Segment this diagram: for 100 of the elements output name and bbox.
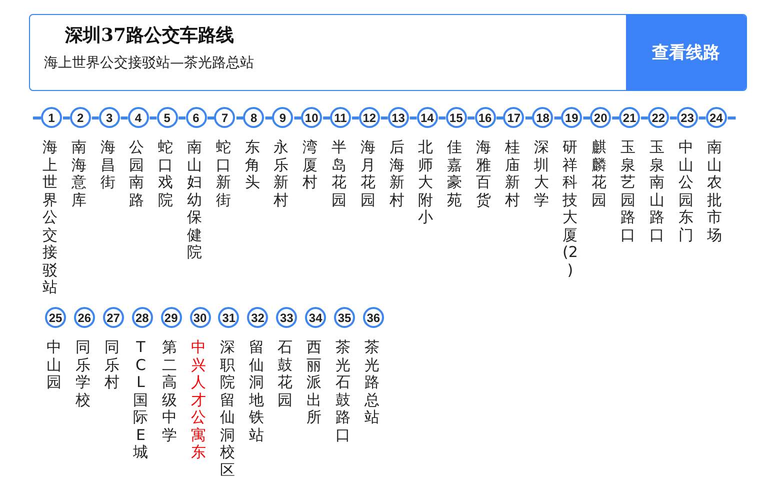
stop-marker: 2: [70, 107, 91, 128]
view-route-button: 查看线路: [626, 15, 746, 90]
stop-marker: 9: [272, 107, 294, 128]
stop-name: 蛇口新街: [215, 139, 232, 209]
stop-name: 茶光路总站: [364, 339, 380, 426]
stop-marker: 30: [190, 307, 210, 328]
stop-name: 第二高级中学: [162, 339, 178, 444]
stop-name: 海上世界公交接驳站: [42, 139, 58, 296]
stop-marker: 26: [74, 307, 95, 328]
stop-name: 南山农批市场: [706, 139, 723, 244]
stop-name: 海昌街: [100, 139, 116, 192]
stop-marker: 20: [590, 107, 612, 128]
route-line: [208, 116, 214, 120]
route-line: [698, 116, 706, 120]
stop-marker: 8: [243, 107, 264, 128]
stop-marker: 35: [334, 307, 355, 328]
route-line: [525, 116, 532, 120]
route-line: [612, 116, 619, 120]
route-line: [410, 116, 417, 120]
stop-marker: 15: [446, 107, 467, 128]
stop-name: 麒麟花园: [591, 139, 608, 209]
stop-marker: 34: [305, 307, 326, 328]
stop-marker: 19: [561, 107, 582, 128]
route-line: [63, 116, 70, 120]
stop-marker: 14: [416, 107, 438, 128]
stop-marker: 16: [474, 107, 496, 128]
route-line: [641, 116, 648, 120]
stop-marker: 33: [276, 307, 298, 328]
route-line: [265, 116, 272, 120]
stop-name: 玉泉艺园路口: [620, 139, 636, 244]
stop-name: 后海新村: [388, 139, 405, 209]
stop-name: TCL国际E城: [132, 339, 149, 462]
stop-marker: 25: [45, 307, 66, 328]
stop-name: 海雅百货: [476, 139, 492, 209]
stop-marker: 6: [186, 107, 206, 128]
stop-marker: 7: [214, 107, 236, 128]
route-line: [728, 116, 736, 120]
stop-name: 中兴人才公寓东: [190, 339, 206, 462]
stop-name: 半岛花园: [331, 139, 347, 209]
stop-name: 同乐村: [104, 339, 120, 392]
stop-name: 深圳大学: [533, 139, 550, 209]
route-line: [236, 116, 244, 120]
stop-marker: 32: [247, 307, 268, 328]
stop-name: 佳嘉豪苑: [446, 139, 463, 209]
stop-marker: 36: [362, 307, 384, 328]
route-line: [496, 116, 504, 120]
stop-marker: 5: [156, 107, 178, 128]
stop-marker: 27: [102, 307, 124, 328]
stop-marker: 1: [41, 107, 62, 128]
stop-marker: 4: [128, 107, 149, 128]
stop-marker: 18: [532, 107, 554, 128]
stop-marker: 23: [676, 107, 698, 128]
stop-marker: 31: [218, 307, 240, 328]
stop-marker: 10: [301, 107, 322, 128]
stop-name: 中山园: [46, 339, 62, 392]
route-line: [352, 116, 359, 120]
route-line: [583, 116, 590, 120]
stop-name: 海月花园: [360, 139, 376, 209]
stop-marker: 24: [706, 107, 727, 128]
stop-name: 南山妇幼保健院: [186, 139, 202, 262]
route-line: [468, 116, 474, 120]
stop-marker: 12: [358, 107, 380, 128]
stop-marker: 29: [160, 307, 182, 328]
stop-marker: 3: [98, 107, 120, 128]
route-line: [178, 116, 186, 120]
stop-name: 蛇口戏院: [158, 139, 174, 209]
stop-name: 西丽派出所: [306, 339, 322, 426]
stop-name: 公园南路: [128, 139, 145, 209]
stop-name: 石鼓花园: [277, 339, 294, 409]
stop-name: 玉泉南山路口: [648, 139, 665, 244]
stop-marker: 21: [619, 107, 640, 128]
route-line: [150, 116, 157, 120]
stop-name: 茶光石鼓路口: [335, 339, 351, 444]
route-line: [438, 116, 446, 120]
route-line: [120, 116, 128, 120]
stop-marker: 17: [503, 107, 524, 128]
stop-marker: 13: [388, 107, 409, 128]
stop-marker: 28: [132, 307, 153, 328]
stop-name: 深职院留仙洞校区: [219, 339, 236, 479]
route-line: [92, 116, 99, 120]
route-title: 深圳37路公交车路线: [65, 26, 234, 46]
stop-name: 北师大附小: [418, 139, 434, 226]
stop-name: 湾厦村: [302, 139, 318, 192]
route-endpoints: 海上世界公交接驳站—茶光路总站: [44, 54, 254, 72]
stop-marker: 22: [648, 107, 669, 128]
stop-name: 永乐新村: [273, 139, 290, 209]
stop-name: 桂庙新村: [504, 139, 520, 209]
route-line: [670, 116, 677, 120]
route-line: [33, 116, 41, 120]
route-line: [554, 116, 562, 120]
stop-name: 南海意库: [70, 139, 87, 209]
stop-name: 研祥科技大厦(2): [562, 139, 578, 279]
route-line: [380, 116, 388, 120]
stop-name: 东角头: [244, 139, 260, 192]
route-line: [294, 116, 302, 120]
stop-name: 留仙洞地铁站: [248, 339, 264, 444]
stop-name: 同乐学校: [74, 339, 91, 409]
stop-name: 中山公园东门: [678, 139, 694, 244]
stop-marker: 11: [330, 107, 351, 128]
route-line: [323, 116, 330, 120]
